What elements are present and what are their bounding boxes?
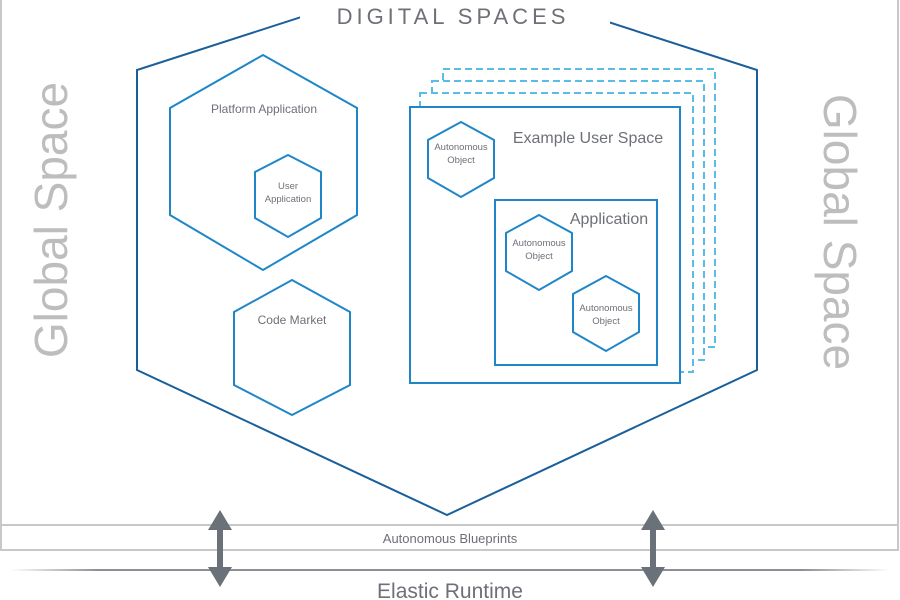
- autonomous-object-hexagon: [572, 274, 640, 353]
- application-box: [494, 199, 658, 366]
- code-market-hexagon: [233, 278, 351, 417]
- platform-application-hexagon: [169, 53, 358, 272]
- right-double-arrow-icon: [641, 510, 665, 587]
- autonomous-object-label-2: Object: [525, 251, 553, 262]
- title-backdrop: [300, 0, 610, 34]
- autonomous-object-label-2: Object: [592, 316, 620, 327]
- application-label: Application: [570, 211, 648, 228]
- example-user-space-label: Example User Space: [513, 130, 663, 147]
- global-space-left-label: Global Space: [25, 82, 77, 358]
- autonomous-blueprints-label: Autonomous Blueprints: [383, 531, 518, 546]
- autonomous-object-label-1: Autonomous: [512, 238, 566, 249]
- example-user-space-box: [409, 106, 681, 384]
- user-application-hexagon: [254, 153, 322, 239]
- elastic-runtime-label: Elastic Runtime: [377, 580, 523, 600]
- global-space-right-label: Global Space: [814, 94, 866, 370]
- autonomous-object-hexagon: [427, 120, 495, 199]
- user-application-label-2: Application: [265, 194, 311, 205]
- code-market-label: Code Market: [258, 313, 327, 327]
- autonomous-object-label-1: Autonomous: [579, 303, 633, 314]
- platform-application-label: Platform Application: [211, 102, 317, 116]
- user-application-label-1: User: [278, 181, 298, 192]
- elastic-runtime-line: [10, 569, 890, 571]
- autonomous-object-label-2: Object: [447, 155, 475, 166]
- autonomous-object-label-1: Autonomous: [434, 142, 488, 153]
- digital-spaces-title: DIGITAL SPACES: [337, 4, 570, 29]
- autonomous-object-hexagon: [505, 213, 573, 292]
- left-double-arrow-icon: [208, 510, 232, 587]
- global-space-frame: [0, 0, 899, 551]
